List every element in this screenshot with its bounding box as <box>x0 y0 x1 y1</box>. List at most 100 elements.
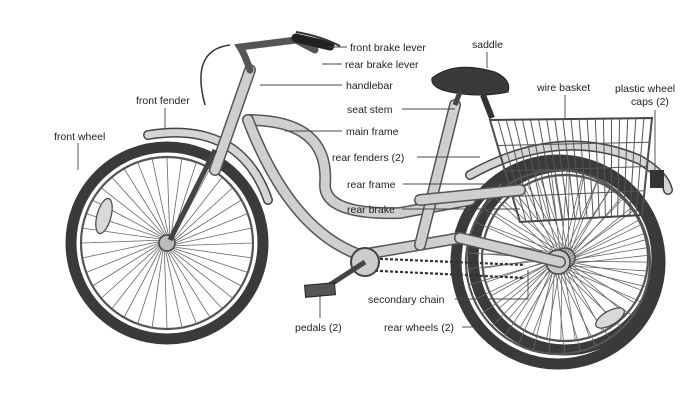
spoke <box>572 247 647 261</box>
spoke <box>81 239 160 244</box>
label-rear-wheels: rear wheels (2) <box>384 322 475 334</box>
frame-shape <box>167 64 566 268</box>
label-rear-brake-lever: rear brake lever <box>322 59 419 71</box>
spoke <box>93 244 160 286</box>
spoke <box>567 176 570 251</box>
spoke <box>137 249 163 323</box>
front-wheel-shape <box>65 141 269 345</box>
spoke <box>151 159 169 236</box>
label-secondary-chain: secondary chain <box>368 270 529 306</box>
label-text: pedals (2) <box>295 322 342 334</box>
basket-wire <box>512 190 645 197</box>
label-rear-frame: rear frame <box>347 179 500 191</box>
spoke <box>169 250 222 309</box>
spoke <box>563 267 641 302</box>
spoke <box>166 157 171 236</box>
spoke <box>174 200 241 242</box>
label-text: rear fenders (2) <box>332 152 404 164</box>
label-text: plastic wheel <box>615 83 675 95</box>
spoke <box>561 171 568 255</box>
wheel-cap <box>650 170 664 188</box>
spoke <box>546 264 562 339</box>
label-text: handlebar <box>346 80 393 92</box>
spoke <box>572 260 647 263</box>
spoke <box>565 265 649 272</box>
spoke <box>556 269 581 351</box>
spoke <box>173 177 222 240</box>
spoke <box>101 245 160 298</box>
spoke <box>562 265 576 340</box>
label-text: secondary chain <box>368 294 445 306</box>
spoke <box>565 224 642 262</box>
spoke <box>86 242 160 273</box>
spoke <box>554 176 568 251</box>
spoke <box>83 241 160 259</box>
spoke <box>568 264 626 315</box>
spoke <box>163 250 168 329</box>
wheel-reflector <box>595 307 625 329</box>
label-text: saddle <box>472 39 503 51</box>
spoke <box>570 182 598 253</box>
spoke <box>562 268 633 316</box>
spoke <box>475 222 553 257</box>
spoke <box>565 210 634 261</box>
spoke <box>565 254 649 265</box>
label-text: main frame <box>346 126 399 138</box>
spoke <box>565 239 647 264</box>
label-text: front wheel <box>54 131 105 143</box>
label-plastic-wheel-caps: plastic wheel caps (2) <box>615 83 675 172</box>
spoke <box>483 208 554 256</box>
spoke <box>151 249 164 327</box>
spoke <box>474 262 551 300</box>
label-text: seat stem <box>347 104 393 116</box>
spoke <box>170 159 183 237</box>
spoke <box>494 196 555 255</box>
label-handlebar: handlebar <box>260 80 393 92</box>
spoke <box>137 162 168 236</box>
spoke <box>571 261 646 277</box>
label-saddle: saddle <box>472 39 503 68</box>
handlebar-shape <box>200 31 341 106</box>
spoke <box>101 188 164 237</box>
label-text: front brake lever <box>350 42 426 54</box>
chain-shape <box>359 256 526 280</box>
spoke <box>124 247 162 317</box>
spoke <box>548 269 555 353</box>
spoke <box>532 263 560 334</box>
spoke <box>558 269 596 346</box>
spoke <box>555 269 566 353</box>
label-main-frame: main frame <box>285 126 399 138</box>
basket-wire <box>497 141 650 146</box>
basket-wire <box>504 166 648 172</box>
label-front-brake-lever: front brake lever <box>328 42 426 54</box>
spoke <box>170 249 233 298</box>
label-seat-stem: seat stem <box>347 104 455 116</box>
label-text: front fender <box>136 95 190 107</box>
spoke <box>174 242 253 247</box>
label-text: caps (2) <box>631 96 669 108</box>
spoke <box>560 265 563 340</box>
spoke <box>173 247 247 273</box>
spoke <box>564 187 612 258</box>
front-reflector <box>95 197 113 235</box>
label-front-wheel: front wheel <box>54 131 105 170</box>
label-text: rear frame <box>347 179 396 191</box>
label-text: wire basket <box>536 82 590 94</box>
label-wire-basket: wire basket <box>536 82 590 118</box>
spoke <box>564 266 646 288</box>
spoke <box>492 265 551 326</box>
spoke <box>532 268 554 350</box>
spoke <box>520 178 558 255</box>
spoke <box>174 188 233 241</box>
spoke <box>112 246 161 309</box>
spoke <box>168 250 210 317</box>
label-front-fender: front fender <box>136 95 190 128</box>
spoke <box>504 266 552 337</box>
label-rear-fenders: rear fenders (2) <box>332 152 480 164</box>
spoke <box>174 213 248 244</box>
spoke <box>504 201 562 252</box>
saddle-shape <box>431 66 510 120</box>
spoke <box>165 250 183 327</box>
